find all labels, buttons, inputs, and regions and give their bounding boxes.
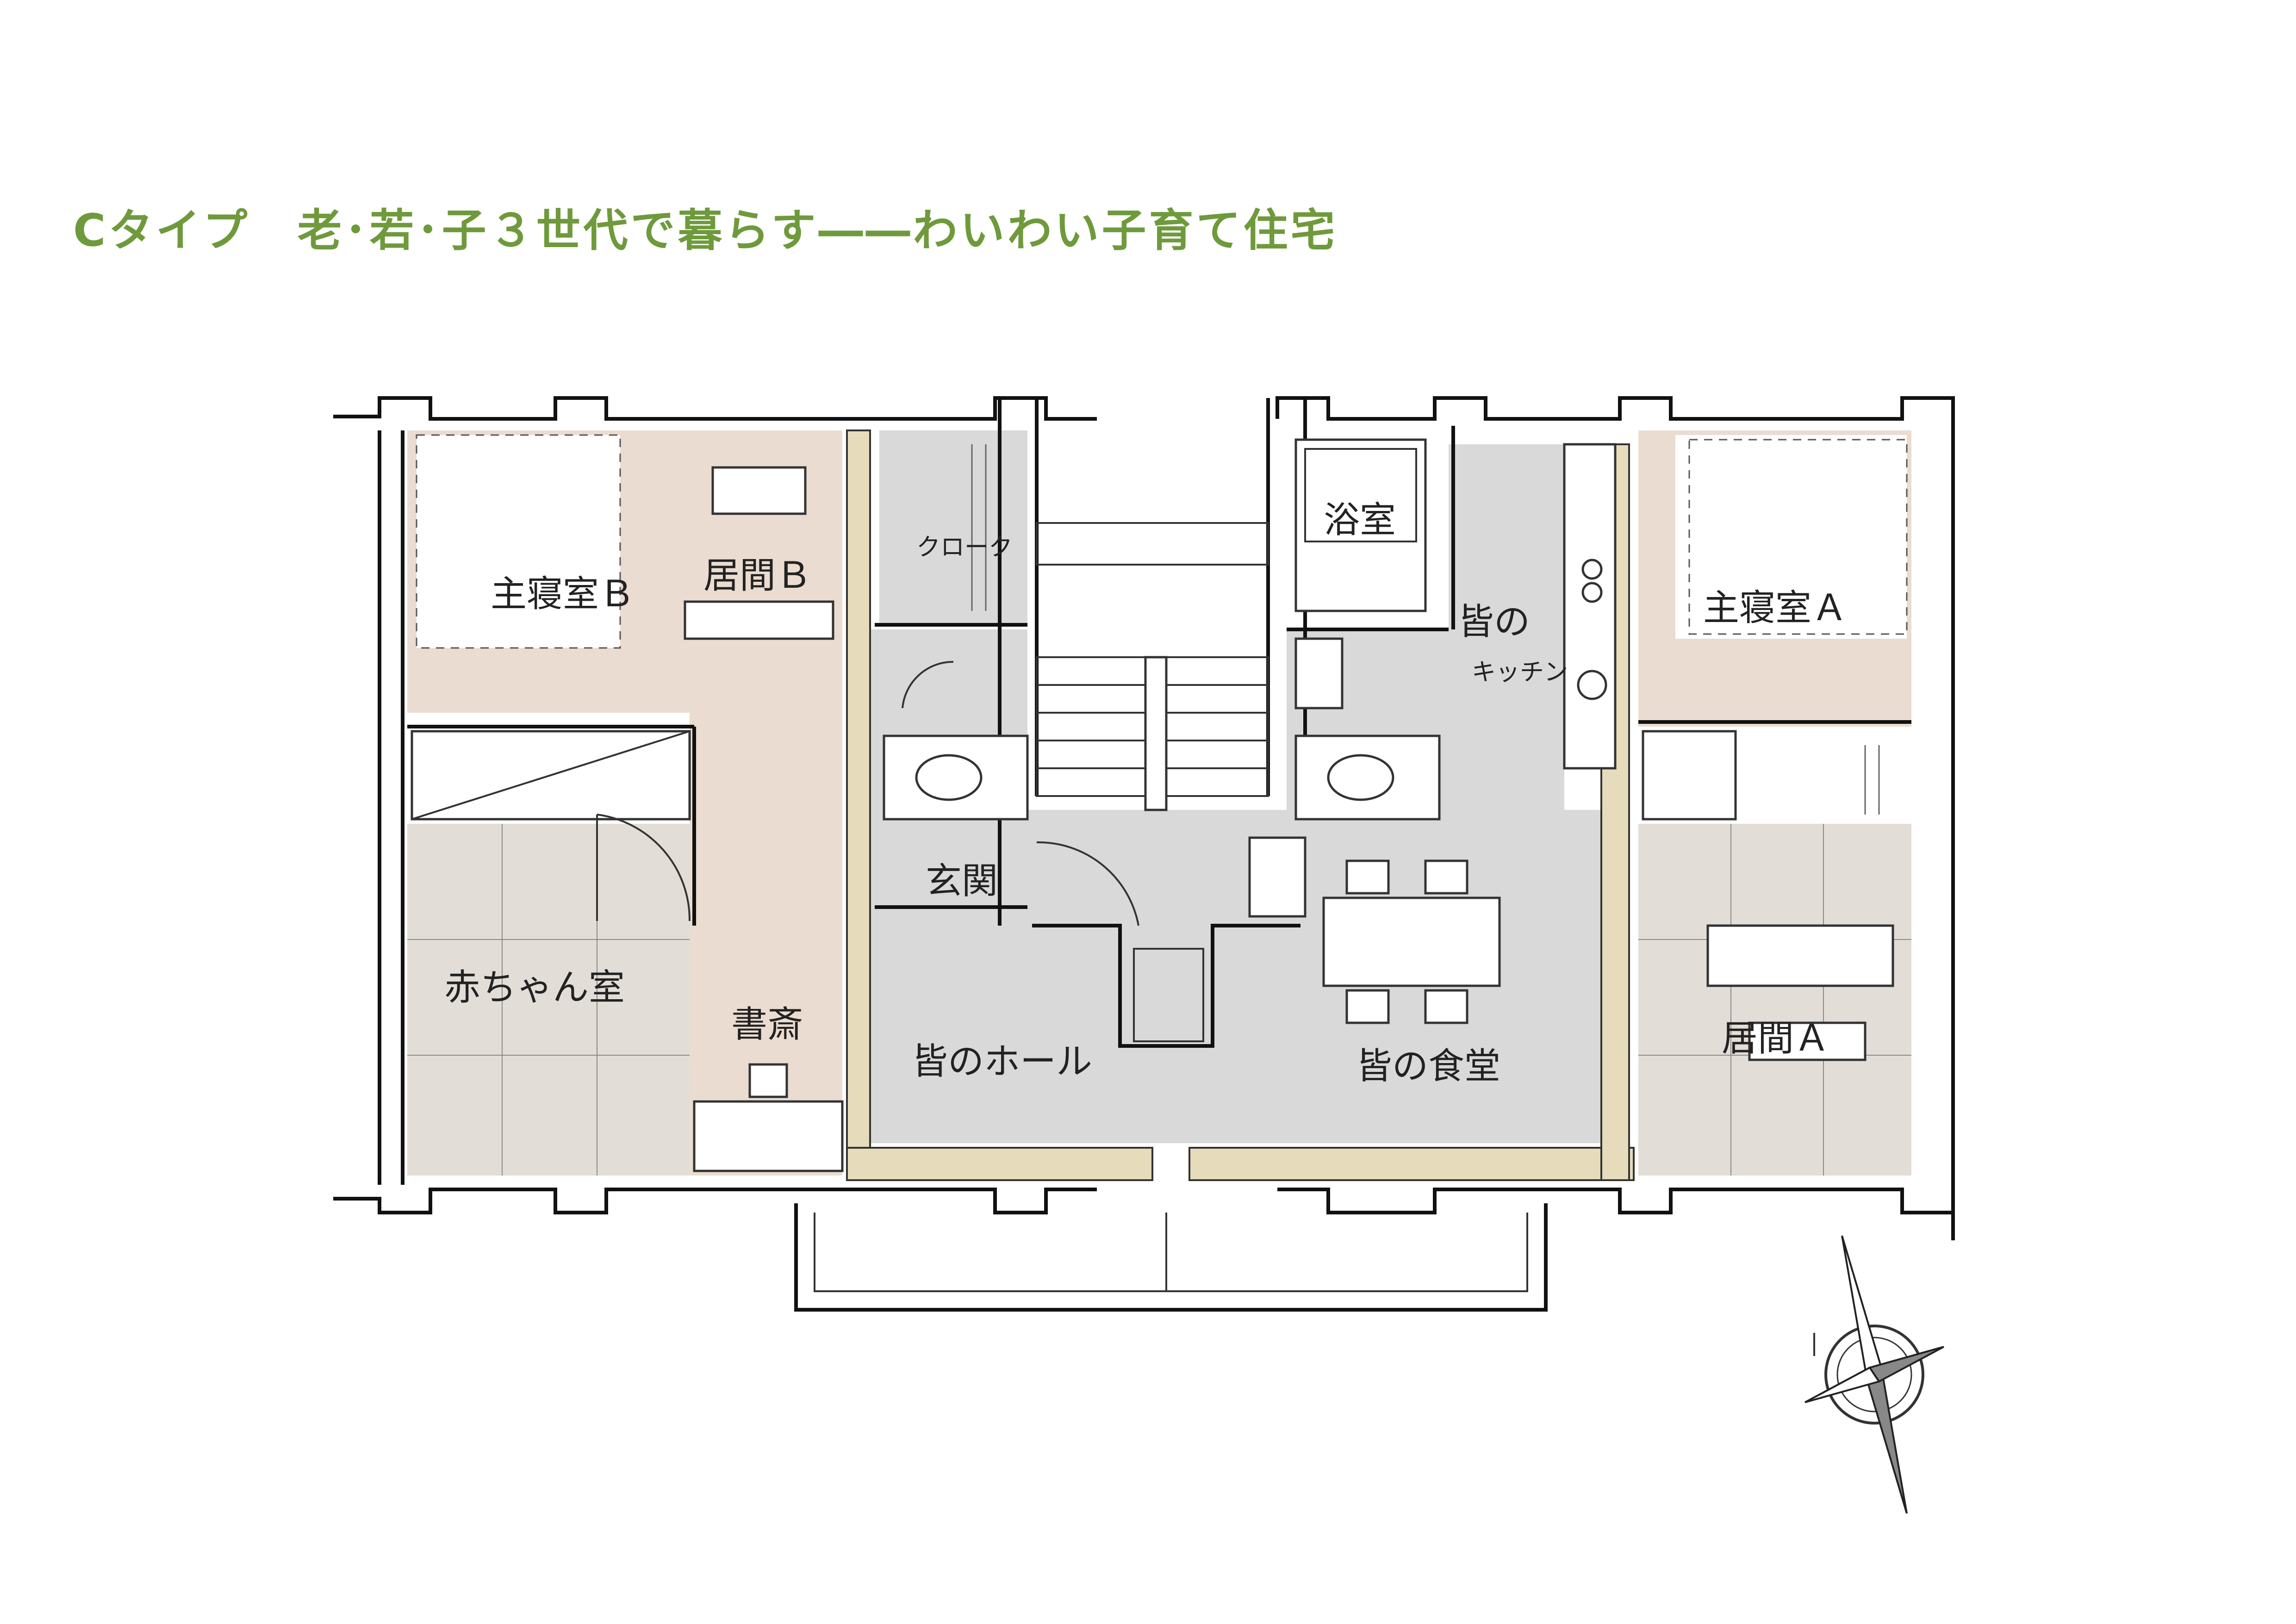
floor-bed-b	[417, 435, 620, 648]
label-master-bedroom-b: 主寝室Ｂ	[491, 573, 635, 615]
label-cloak: クローク	[916, 534, 1013, 561]
label-kitchen-line1: 皆の	[1458, 601, 1530, 643]
floor-baby-room	[407, 824, 690, 1176]
label-master-bedroom-a: 主寝室Ａ	[1703, 587, 1848, 629]
label-entrance: 玄関	[926, 860, 998, 902]
label-kitchen-line2: キッチン	[1472, 659, 1568, 686]
compass-rose-icon	[1804, 1235, 1944, 1514]
label-study: 書斎	[731, 1004, 803, 1045]
label-baby-room: 赤ちゃん室	[444, 967, 625, 1008]
label-dining: 皆の食堂	[1356, 1045, 1500, 1087]
floor-study	[690, 713, 842, 1176]
label-living-a: 居間Ａ	[1722, 1018, 1830, 1059]
room-labels: 主寝室Ｂ 居間Ｂ クローク 浴室 皆の キッチン 主寝室Ａ 玄関 赤ちゃん室 書…	[444, 499, 1848, 1087]
floor-living-a	[1638, 824, 1911, 1176]
label-bath: 浴室	[1324, 499, 1396, 541]
floor-bed-a	[1675, 435, 1907, 639]
floor-kitchen	[1449, 444, 1564, 815]
page-title: Cタイプ 老･若･子３世代で暮らす――わいわい子育て住宅	[73, 205, 1338, 256]
label-living-b: 居間Ｂ	[703, 555, 812, 597]
walls	[333, 396, 1955, 1312]
stair	[1032, 522, 1300, 1048]
partitions	[407, 426, 1911, 926]
fixtures	[416, 434, 1908, 1172]
label-hall: 皆のホール	[912, 1041, 1092, 1083]
floor-cloak	[879, 430, 1027, 625]
